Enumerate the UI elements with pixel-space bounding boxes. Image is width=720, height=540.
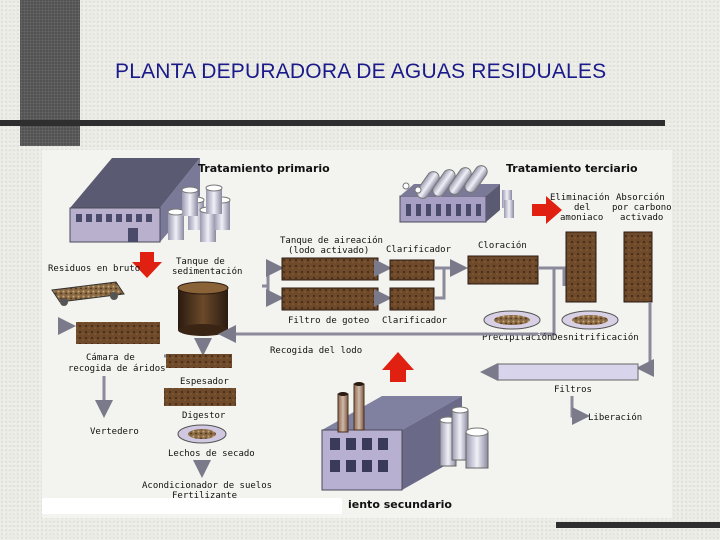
label-recogida-lodo: Recogida del lodo — [270, 346, 362, 356]
label-espesador: Espesador — [180, 377, 229, 387]
label-aireacion-2: (lodo activado) — [288, 246, 369, 256]
label-digestor: Digestor — [182, 411, 226, 421]
label-liberacion: Liberación — [588, 412, 642, 423]
label-camara-1: Cámara de — [86, 353, 135, 363]
sludge-pipe — [166, 354, 232, 368]
label-clarificador-top: Clarificador — [386, 245, 452, 255]
secondary-treatment-building — [321, 382, 489, 491]
label-clarificador-bottom: Clarificador — [382, 316, 448, 326]
label-camara-2: recogida de áridos — [68, 364, 166, 374]
label-elim-1: Eliminación — [550, 192, 610, 203]
label-acond-2: Fertilizante — [172, 491, 237, 501]
label-cloracion: Cloración — [478, 240, 527, 251]
label-desnitrificacion: Desnitrificación — [552, 332, 639, 343]
arrow-red-tertiary — [532, 196, 562, 224]
label-residuos: Residuos en bruto — [48, 264, 140, 274]
flow-arrow — [538, 266, 556, 336]
label-absor-3: activado — [620, 213, 663, 223]
decor-divider-bar — [0, 120, 665, 126]
label-filtros: Filtros — [554, 385, 592, 395]
caption-mask — [42, 498, 342, 514]
ammonia-removal-column — [565, 231, 597, 303]
header-secondary: iento secundario — [348, 498, 452, 511]
thickener — [164, 388, 236, 406]
label-elim-3: amoniaco — [560, 213, 603, 223]
filters — [497, 363, 639, 381]
label-tanque-sed-2: sedimentación — [172, 266, 242, 277]
flow-arrow — [636, 302, 654, 377]
primary-tanks — [167, 184, 231, 242]
tertiary-building — [399, 165, 514, 223]
label-vertedero: Vertedero — [90, 427, 139, 437]
slide-title: PLANTA DEPURADORA DE AGUAS RESIDUALES — [115, 60, 607, 83]
label-precipitacion: Precipitación — [482, 332, 552, 343]
flow-arrow — [434, 266, 446, 300]
clarifier-bottom — [389, 287, 435, 311]
drying-beds — [177, 424, 227, 444]
carbon-absorption-column — [623, 231, 653, 303]
treatment-plant-diagram: Tratamiento primario Tratamiento terciar… — [42, 150, 672, 518]
raw-waste-cart — [51, 281, 125, 306]
flow-arrow — [570, 396, 590, 425]
flow-arrow — [262, 259, 284, 288]
clarifier-top — [389, 259, 435, 281]
flow-arrow — [266, 286, 284, 307]
label-absor-2: por carbono — [612, 203, 672, 213]
header-tertiary: Tratamiento terciario — [506, 162, 638, 175]
primary-treatment-building — [69, 158, 231, 243]
sedimentation-tank — [177, 281, 229, 336]
label-tanque-sed-1: Tanque de — [176, 257, 225, 267]
flow-arrow — [554, 266, 566, 286]
flow-arrow — [58, 317, 76, 335]
decor-bottom-bar — [556, 522, 720, 528]
arrow-red-secondary — [382, 352, 414, 382]
header-primary: Tratamiento primario — [198, 162, 330, 175]
grit-chamber — [76, 322, 160, 344]
arrow-red-inflow — [132, 252, 162, 278]
chlorination-tank — [467, 255, 539, 285]
label-aireacion-1: Tanque de aireación — [280, 235, 383, 246]
trickling-filter — [281, 287, 379, 311]
label-filtro-goteo: Filtro de goteo — [288, 316, 369, 326]
label-elim-2: del — [574, 203, 590, 213]
label-absor-1: Absorción — [616, 192, 665, 203]
label-acond-1: Acondicionador de suelos — [142, 481, 272, 491]
label-lechos: Lechos de secado — [168, 449, 255, 459]
aeration-tank — [281, 257, 379, 281]
